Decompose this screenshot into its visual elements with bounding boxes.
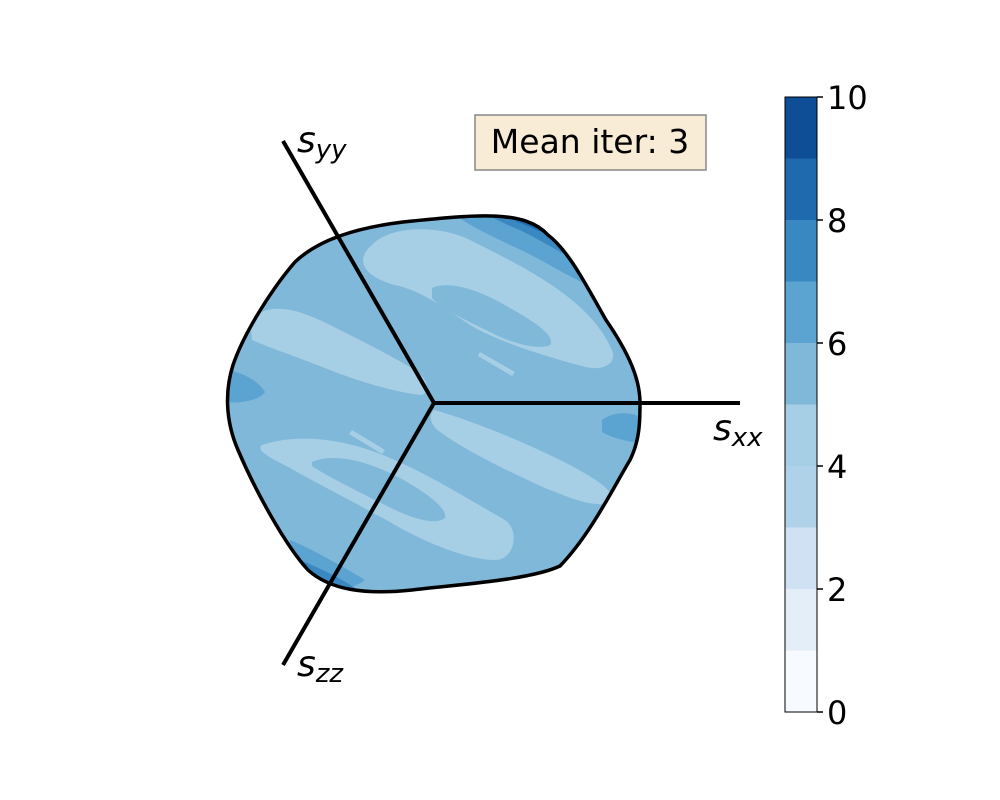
axis-sxx-label: sxx xyxy=(713,408,763,453)
colorbar-segment xyxy=(785,589,817,651)
colorbar-segment xyxy=(785,404,817,466)
contour-level-4-island-upper xyxy=(432,285,552,347)
colorbar-segment xyxy=(785,343,817,405)
colorbar-segment xyxy=(785,527,817,589)
colorbar-tick-label: 10 xyxy=(827,79,868,117)
contour-level-3-band-center xyxy=(430,410,613,505)
contour-streak-1 xyxy=(478,352,515,376)
yield-surface-outline xyxy=(225,214,642,594)
annotation-box xyxy=(474,114,707,171)
colorbar-segment xyxy=(785,466,817,528)
contour-level-5-left xyxy=(228,370,265,403)
colorbar-segment xyxy=(785,650,817,712)
colorbar-tick-label: 8 xyxy=(827,202,847,240)
contour-level-4-island-lower xyxy=(312,457,446,522)
colorbar-tick-label: 6 xyxy=(827,325,847,363)
colorbar-segment xyxy=(785,281,817,343)
contour-level-5-right xyxy=(602,413,640,445)
axis-syy-line xyxy=(281,140,436,404)
colorbar-segment xyxy=(785,158,817,220)
colorbar-tick-label: 0 xyxy=(827,694,847,732)
colorbar-tick-label: 4 xyxy=(827,448,847,486)
axis-szz-line xyxy=(281,402,436,666)
contour-streak-2 xyxy=(349,430,385,454)
contour-level-3-band-left xyxy=(250,308,427,395)
deviatoric-axes: sxx syy szz xyxy=(281,120,763,689)
colorbar-segment xyxy=(785,97,817,159)
annotation-text: Mean iter: 3 xyxy=(491,122,689,161)
colorbar-frame xyxy=(784,96,818,713)
contour-level-6-bottom xyxy=(300,560,355,590)
colorbar-segment xyxy=(785,220,817,282)
colorbar: 0 2 4 6 8 10 xyxy=(784,79,868,732)
axis-szz-label: szz xyxy=(297,644,344,689)
mean-iter-annotation: Mean iter: 3 xyxy=(474,114,707,171)
axis-syy-label: syy xyxy=(297,120,347,165)
colorbar-tick-label: 2 xyxy=(827,571,847,609)
